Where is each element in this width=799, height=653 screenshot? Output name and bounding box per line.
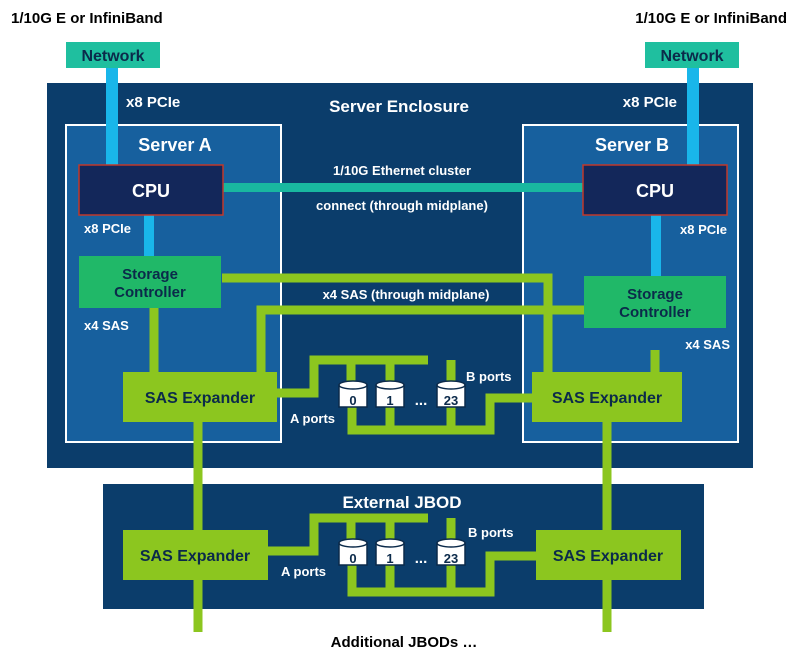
external-jbod-title: External JBOD bbox=[342, 493, 461, 512]
disk-icon bbox=[375, 380, 405, 408]
ethernet-cluster-link bbox=[222, 183, 584, 192]
storage-controller-a-label-line1: Storage bbox=[122, 266, 178, 283]
sas-expander-jbod-right-label: SAS Expander bbox=[553, 548, 663, 565]
network-box-left bbox=[66, 42, 160, 68]
sas-expander-a-box bbox=[123, 372, 277, 422]
cluster-connect-label-line1: 1/10G Ethernet cluster bbox=[333, 163, 471, 178]
disk-icon bbox=[338, 538, 368, 566]
disk-1-top-label: 1 bbox=[386, 393, 393, 408]
disk-icon bbox=[375, 538, 405, 566]
cluster-connect-label-line2: connect (through midplane) bbox=[316, 198, 488, 213]
pcie-b-inner-label: x8 PCIe bbox=[680, 222, 727, 237]
network-left-label: Network bbox=[81, 48, 144, 65]
right-link-type-label: 1/10G E or InfiniBand bbox=[635, 10, 787, 27]
sas-expander-jbod-left-box bbox=[123, 530, 268, 580]
network-box-right bbox=[645, 42, 739, 68]
cpu-a-box bbox=[78, 164, 224, 216]
disk-23-bottom-label: 23 bbox=[444, 551, 458, 566]
disk-0-bottom-label: 0 bbox=[349, 551, 356, 566]
cpu-a-label: CPU bbox=[132, 181, 170, 201]
sas-expander-a-label: SAS Expander bbox=[145, 390, 255, 407]
disk-23-top-label: 23 bbox=[444, 393, 458, 408]
sas-wiring-bottom bbox=[193, 513, 612, 632]
storage-controller-b-label-line1: Storage bbox=[627, 286, 683, 303]
pcie-link-right-network bbox=[687, 66, 699, 167]
additional-jbods-label: Additional JBODs … bbox=[331, 634, 478, 651]
disk-0-top-label: 0 bbox=[349, 393, 356, 408]
disk-icon bbox=[436, 380, 466, 408]
pcie-left-top-label: x8 PCIe bbox=[126, 94, 180, 111]
disk-icon bbox=[338, 380, 368, 408]
disk-1-bottom-label: 1 bbox=[386, 551, 393, 566]
x4sas-b-label: x4 SAS bbox=[685, 337, 730, 352]
disk-icon bbox=[436, 538, 466, 566]
sas-expander-jbod-right-box bbox=[536, 530, 681, 580]
sas-wiring-top bbox=[149, 273, 660, 530]
a-ports-top-label: A ports bbox=[290, 411, 335, 426]
storage-controller-b-label-line2: Controller bbox=[619, 304, 691, 321]
pcie-right-top-label: x8 PCIe bbox=[623, 94, 677, 111]
left-link-type-label: 1/10G E or InfiniBand bbox=[11, 10, 163, 27]
storage-controller-a-box bbox=[79, 256, 221, 308]
disk-array-top bbox=[338, 380, 466, 408]
x4sas-a-label: x4 SAS bbox=[84, 318, 129, 333]
sas-midplane-label: x4 SAS (through midplane) bbox=[323, 287, 490, 302]
ellipsis-top-label: ... bbox=[415, 392, 428, 409]
sas-expander-jbod-left-label: SAS Expander bbox=[140, 548, 250, 565]
server-a-title: Server A bbox=[138, 135, 211, 155]
sas-expander-b-label: SAS Expander bbox=[552, 390, 662, 407]
pcie-link-left-network bbox=[106, 66, 118, 167]
network-right-label: Network bbox=[660, 48, 723, 65]
cpu-b-box bbox=[582, 164, 728, 216]
b-ports-top-label: B ports bbox=[466, 369, 512, 384]
ellipsis-bottom-label: ... bbox=[415, 550, 428, 567]
b-ports-bottom-label: B ports bbox=[468, 525, 514, 540]
storage-controller-a-label-line2: Controller bbox=[114, 284, 186, 301]
pcie-link-a-internal bbox=[144, 214, 154, 257]
server-enclosure-title: Server Enclosure bbox=[329, 97, 469, 116]
a-ports-bottom-label: A ports bbox=[281, 564, 326, 579]
disk-array-bottom bbox=[338, 538, 466, 566]
storage-controller-b-box bbox=[584, 276, 726, 328]
sas-expander-b-box bbox=[532, 372, 682, 422]
pcie-a-inner-label: x8 PCIe bbox=[84, 221, 131, 236]
server-b-title: Server B bbox=[595, 135, 669, 155]
cpu-b-label: CPU bbox=[636, 181, 674, 201]
pcie-link-b-internal bbox=[651, 214, 661, 277]
